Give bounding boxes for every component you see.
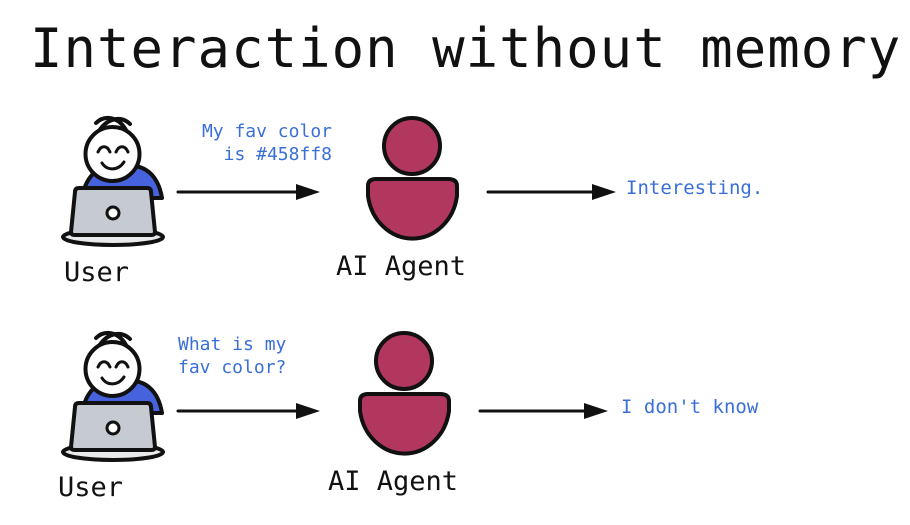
ai-agent-label: AI Agent: [336, 251, 467, 282]
user-avatar-icon: [58, 325, 188, 470]
exchange-row-1: User My fav color is #458ff8 AI Agent In…: [0, 110, 910, 310]
arrow-user-to-agent-icon: [176, 182, 322, 202]
user-label: User: [64, 257, 130, 288]
user-label: User: [58, 472, 124, 503]
exchange-row-2: User What is my fav color? AI Agent I do…: [0, 325, 910, 525]
user-avatar-icon: [58, 110, 188, 255]
arrow-user-to-agent-icon: [176, 401, 322, 421]
agent-response-text: Interesting.: [626, 177, 764, 199]
ai-agent-avatar-icon: [360, 112, 480, 247]
arrow-agent-to-response-icon: [486, 182, 618, 202]
ai-agent-label: AI Agent: [328, 466, 459, 497]
page-title: Interaction without memory: [30, 17, 902, 80]
user-message-text: What is my fav color?: [178, 334, 287, 378]
user-message-text: My fav color is #458ff8: [201, 121, 332, 165]
ai-agent-avatar-icon: [352, 327, 472, 462]
agent-response-text: I don't know: [621, 396, 759, 418]
arrow-agent-to-response-icon: [478, 401, 610, 421]
